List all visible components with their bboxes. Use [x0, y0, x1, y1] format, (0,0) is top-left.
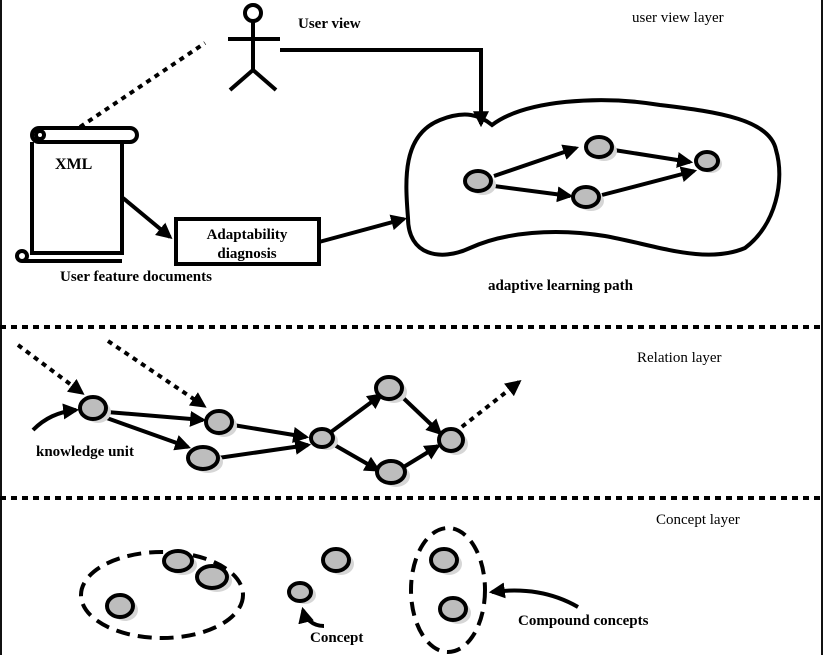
relation-node-3: [186, 445, 220, 471]
relation-layer-title: Relation layer: [637, 350, 722, 366]
concept-node-2: [195, 564, 229, 590]
concept-node-4: [321, 547, 351, 573]
user-view-label: User view: [298, 16, 361, 32]
concept-node-5: [287, 581, 313, 603]
relation-node-7: [437, 427, 465, 453]
relation-graph: [16, 339, 522, 487]
relation-node-2: [204, 409, 234, 435]
path-node-lower: [571, 185, 601, 209]
user-figure-icon: [228, 3, 280, 92]
diagnosis-label-line2: diagnosis: [217, 246, 276, 262]
concept-layer-title: Concept layer: [656, 512, 740, 528]
concept-node-3: [105, 593, 135, 619]
path-node-end: [694, 150, 720, 172]
knowledge-unit-label: knowledge unit: [36, 444, 134, 460]
relation-node-4: [309, 427, 335, 449]
concept-label: Concept: [310, 630, 363, 646]
document-to-diagnosis-arrow: [121, 196, 173, 240]
adaptability-diagnosis-box: [174, 217, 321, 266]
adaptive-learning-path-cloud: [404, 98, 782, 257]
frame-right-edge: [821, 0, 823, 655]
concept-node-7: [438, 596, 468, 622]
user-feature-documents-label: User feature documents: [60, 269, 212, 285]
diagnosis-to-path-arrow: [318, 214, 408, 244]
relation-node-6: [375, 459, 407, 485]
xml-label: XML: [55, 156, 92, 173]
user-view-layer-title: user view layer: [632, 10, 724, 26]
compound-concepts-label: Compound concepts: [518, 613, 649, 629]
relation-node-5: [374, 375, 404, 401]
concept-group-right: [409, 526, 487, 654]
concept-graph: [79, 526, 579, 654]
concept-node-1: [162, 549, 194, 573]
document-to-user-dotted-line: [78, 41, 207, 129]
path-node-start: [463, 169, 493, 193]
relation-node-1: [78, 395, 108, 421]
path-node-upper: [584, 135, 614, 159]
learning-path-graph: [463, 135, 722, 211]
user-to-path-arrow: [280, 48, 489, 128]
adaptive-learning-path-label: adaptive learning path: [488, 278, 634, 294]
scroll-document-icon: [15, 126, 139, 263]
concept-group-left: [79, 550, 245, 640]
diagnosis-label-line1: Adaptability: [207, 227, 288, 243]
concept-node-6: [429, 547, 459, 573]
